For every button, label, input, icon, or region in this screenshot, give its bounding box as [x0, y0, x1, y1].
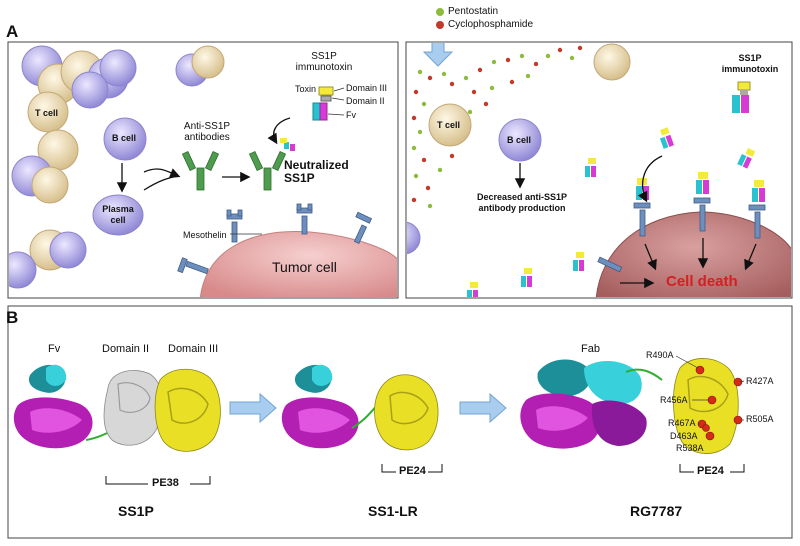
panel-a-letter: A: [6, 22, 19, 41]
progression-arrow-1: [229, 392, 277, 424]
bracket-pe24-a: [381, 464, 443, 473]
ss1p-name: SS1P: [118, 503, 154, 519]
mutation-r456a: R456A: [660, 395, 688, 405]
drug-particles: [411, 45, 583, 209]
ss1lr-name: SS1-LR: [368, 503, 418, 519]
bound-immunotoxin: [280, 138, 295, 151]
panel-b-letter: B: [6, 308, 19, 327]
mesothelin-label: Mesothelin: [183, 230, 227, 240]
rg7787-structure: [520, 355, 745, 454]
mutation-r538a: R538A: [676, 443, 704, 453]
drug-inflow-arrow: [422, 43, 454, 67]
bracket-pe24-b: [679, 464, 745, 473]
b-cell-left: [103, 117, 147, 161]
legend-pentostatin: Pentostatin: [436, 6, 498, 17]
domain-iii-structure-label: Domain III: [168, 343, 219, 355]
ss1p-structure: [13, 364, 221, 452]
cyclophosphamide-dot-icon: [436, 20, 444, 29]
mutation-r427a: R427A: [746, 376, 774, 386]
rg7787-name: RG7787: [630, 503, 683, 519]
progression-arrow-2: [459, 392, 507, 424]
fab-structure-label: Fab: [581, 343, 600, 355]
tumor-cell-label: Tumor cell: [272, 259, 337, 275]
ss1p-immunotoxin-diagram: [312, 86, 345, 121]
neutralized-ss1p-label: Neutralized SS1P: [284, 158, 349, 185]
anti-antibodies-label: Anti-SS1P antibodies: [183, 121, 231, 143]
toxin-label: Toxin: [295, 84, 317, 94]
pe24-label-a: PE24: [399, 465, 426, 477]
plasma-cell-label: Plasma cell: [102, 204, 134, 225]
ss1lr-structure: [281, 364, 439, 451]
mutation-r490a: R490A: [646, 350, 674, 360]
domain-ii-label: Domain II: [346, 96, 385, 106]
t-cell-label-right: T cell: [437, 120, 461, 130]
immunotoxin-title-left: SS1P immunotoxin: [295, 51, 353, 73]
plasma-cell: [92, 194, 144, 236]
immunotoxin-title-right: SS1P immunotoxin: [721, 53, 779, 74]
tumor-cell-left: [199, 231, 397, 297]
b-cell-right: [498, 118, 542, 162]
domain-iii-label: Domain III: [346, 83, 388, 93]
pe38-label: PE38: [152, 477, 179, 489]
legend-pentostatin-label: Pentostatin: [448, 6, 499, 17]
mutation-r467a: R467A: [668, 418, 696, 428]
domain-ii-structure-label: Domain II: [102, 343, 150, 355]
background-cells-left: [9, 45, 225, 289]
mesothelin-receptors-right: [597, 197, 766, 273]
mutation-r505a: R505A: [746, 414, 774, 424]
pentostatin-dot-icon: [436, 7, 444, 16]
mutation-d463a: D463A: [670, 431, 698, 441]
anti-ss1p-antibody-2: [248, 151, 287, 191]
pe24-label-b: PE24: [697, 465, 724, 477]
t-cell-right: [428, 103, 472, 147]
t-cell-label-left: T cell: [35, 108, 59, 118]
fv-structure-label: Fv: [48, 343, 61, 355]
b-cell-label-left: B cell: [112, 133, 137, 143]
legend-cyclophosphamide: Cyclophosphamide: [436, 19, 533, 30]
anti-ss1p-antibody-1: [181, 151, 220, 191]
mutation-spheres: [695, 365, 743, 441]
decreased-production-label: Decreased anti-SS1P antibody production: [476, 192, 568, 213]
bracket-pe38: [105, 476, 211, 485]
legend-cyclophosphamide-label: Cyclophosphamide: [448, 19, 534, 30]
mesothelin-receptors-left: [177, 203, 373, 275]
cell-death-label: Cell death: [666, 273, 738, 290]
fv-label-left: Fv: [346, 110, 356, 120]
floating-immunotoxins: [467, 81, 756, 297]
b-cell-label-right: B cell: [507, 135, 532, 145]
